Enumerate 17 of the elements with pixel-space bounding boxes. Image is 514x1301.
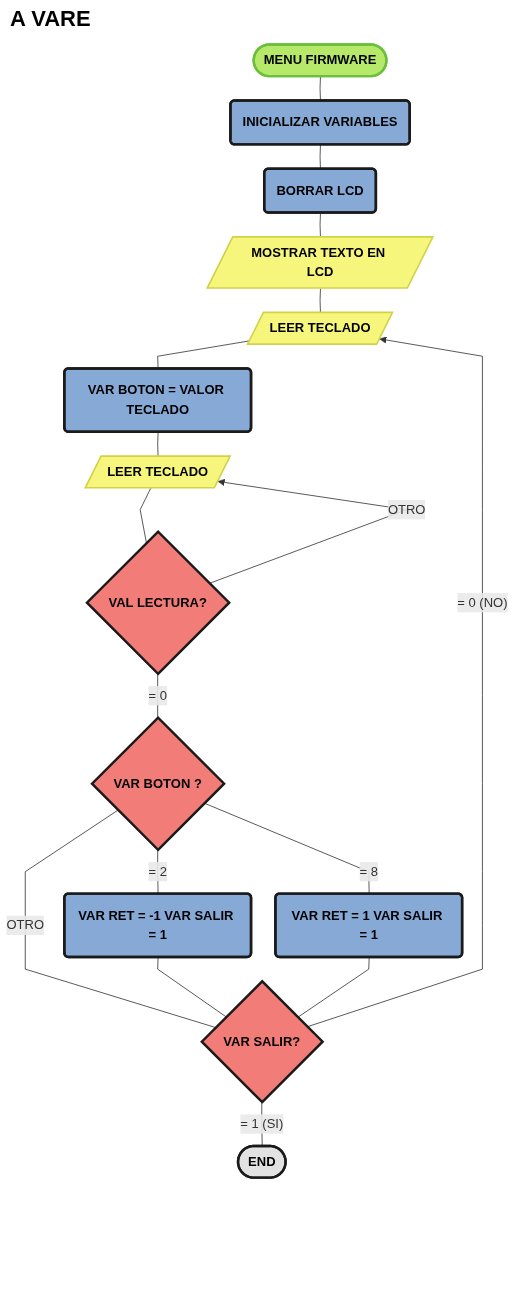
title: A VARE: [9, 5, 92, 33]
edge-label: = 8: [359, 864, 378, 879]
node-diamond: VAL LECTURA?: [85, 529, 231, 676]
connector: [24, 809, 216, 1028]
connector: [157, 673, 159, 719]
connector: [157, 956, 227, 1018]
connector: [139, 487, 152, 544]
edge-label: OTRO: [387, 502, 426, 517]
node-diamond: VAR SALIR?: [200, 979, 325, 1104]
edge-label: = 1 (SI): [240, 1116, 284, 1131]
connector: [297, 956, 370, 1018]
node-diamond: VAR BOTON ?: [90, 715, 226, 852]
connector: [157, 431, 159, 457]
edge-label: = 0: [148, 688, 167, 703]
edge-label: = 2: [148, 864, 167, 879]
edge-label: OTRO: [6, 917, 45, 932]
edge-label: = 0 (NO): [457, 595, 508, 610]
